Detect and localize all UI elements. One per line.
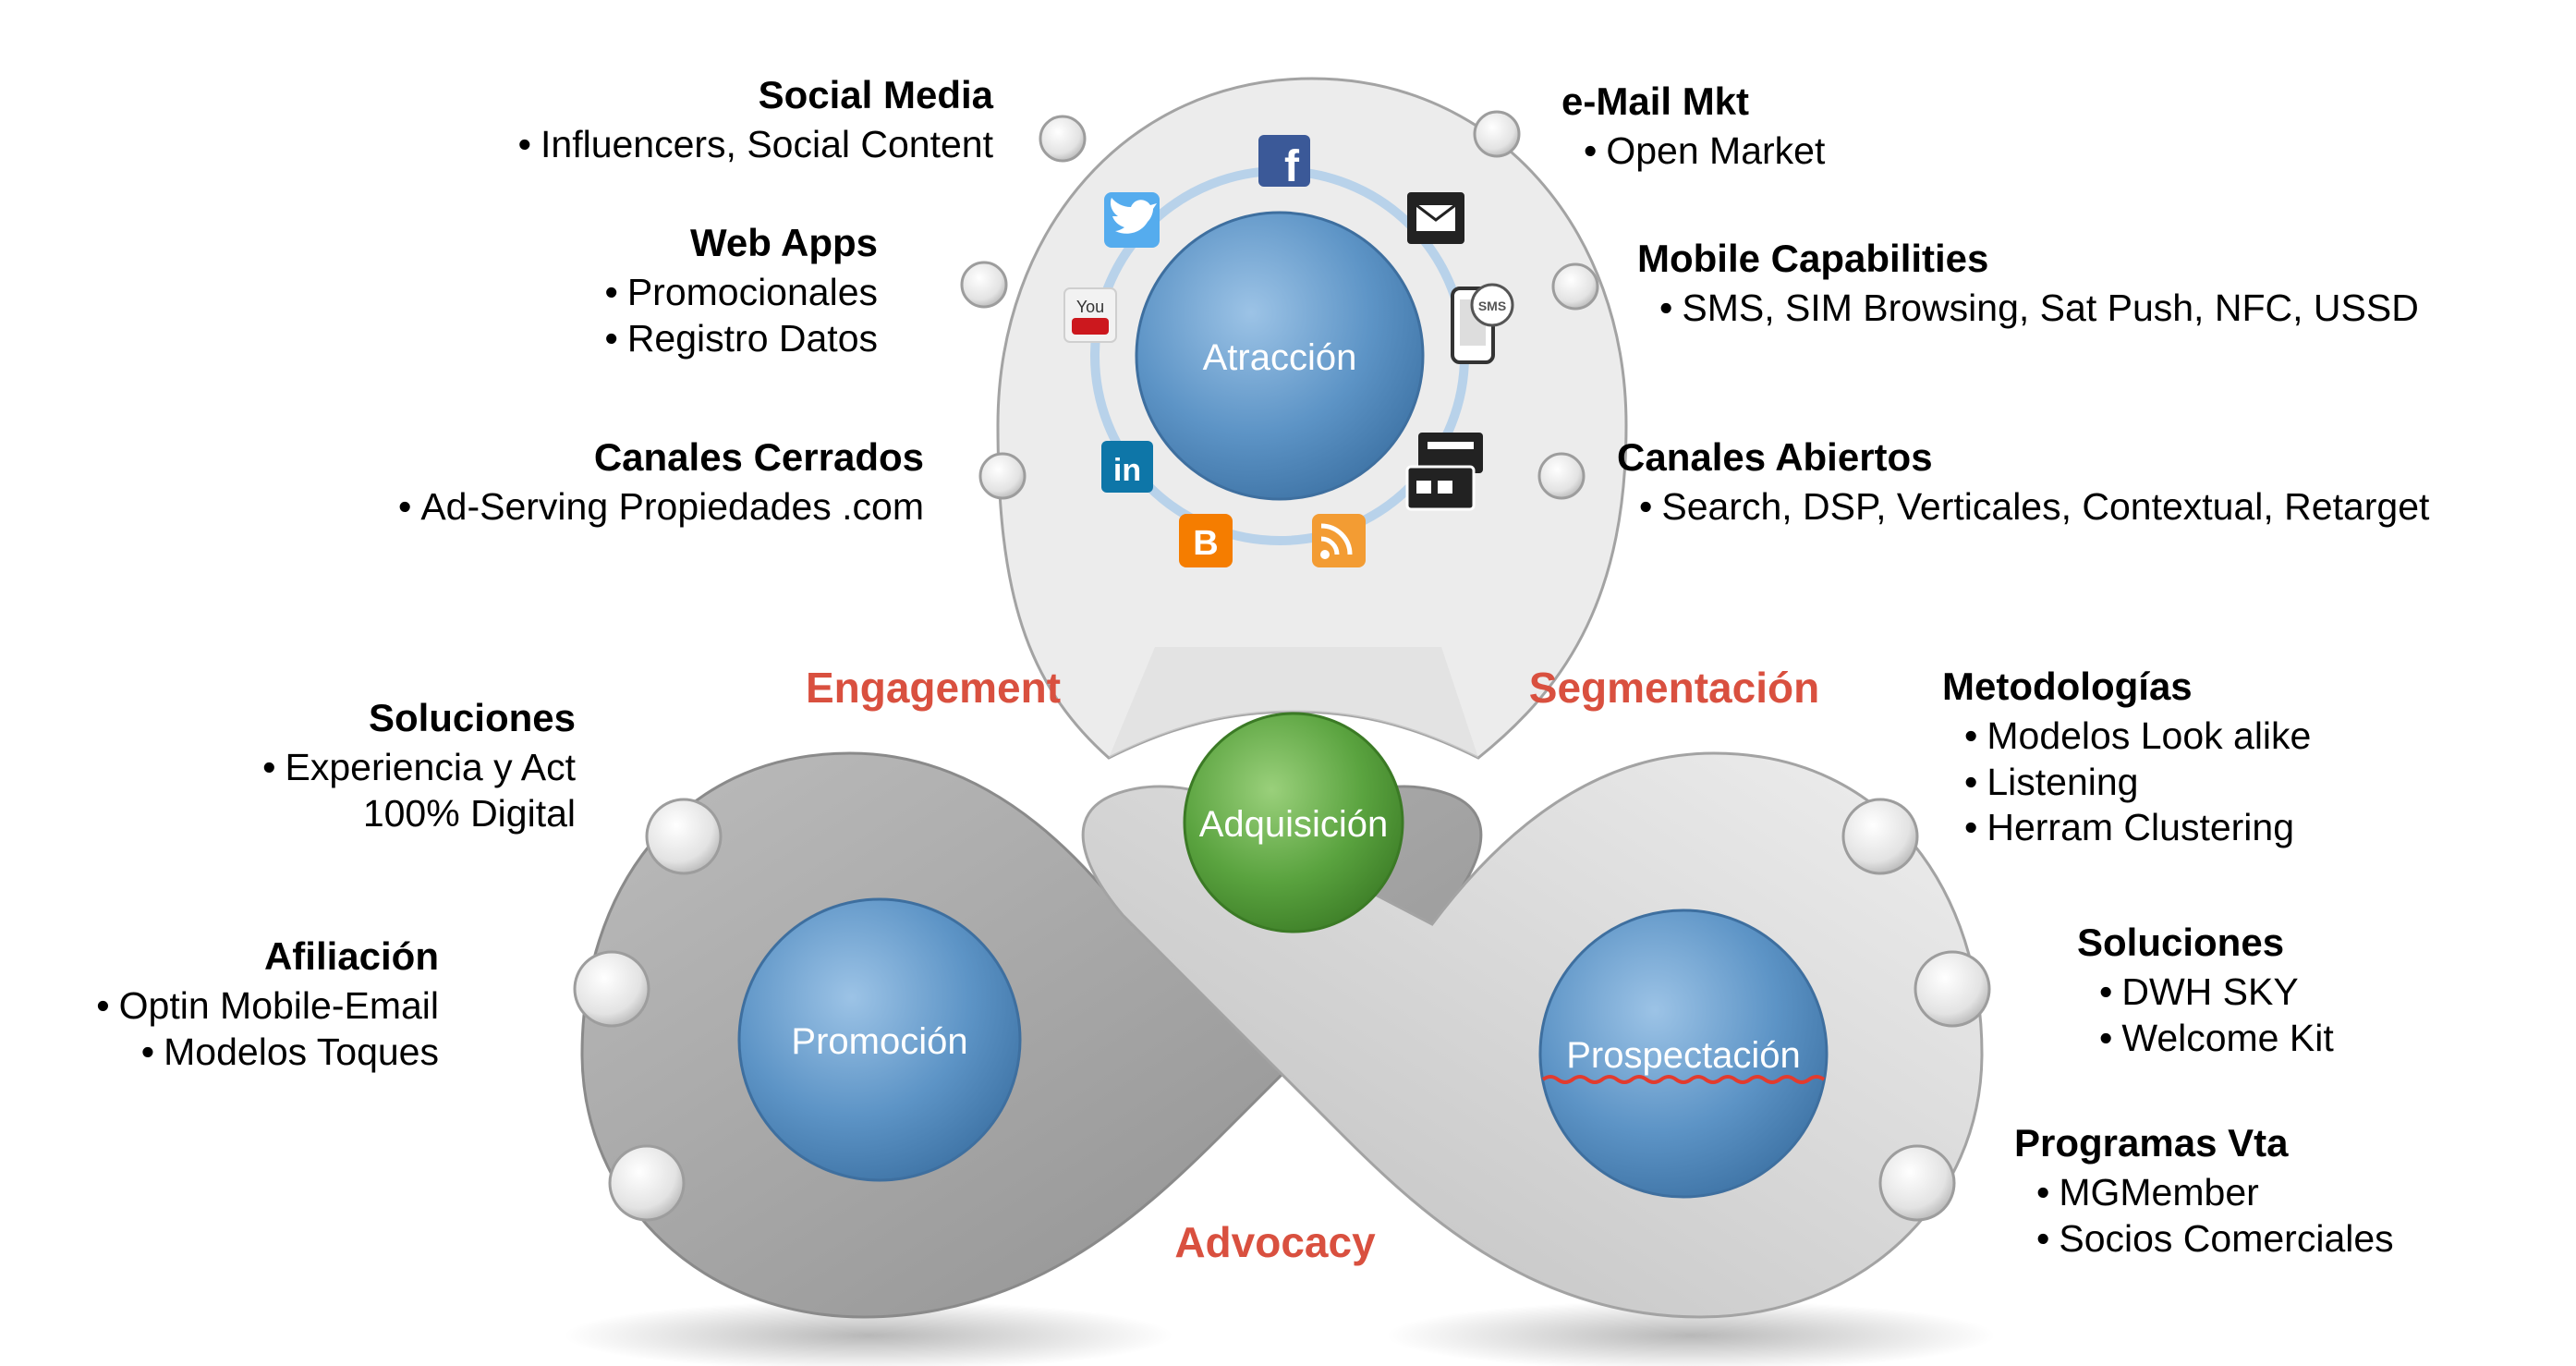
knob: [978, 452, 1027, 500]
knob: [1473, 110, 1521, 158]
group-title: Web Apps: [689, 221, 878, 264]
group-item: •Registro Datos: [604, 316, 878, 360]
group-metodologias: Metodologías •Modelos Look alike •Listen…: [1942, 664, 2311, 850]
knob: [1841, 798, 1919, 875]
group-title: Soluciones: [2077, 921, 2285, 964]
knob: [1551, 262, 1599, 311]
shadow-right: [1386, 1300, 1996, 1366]
facebook-icon: f: [1258, 135, 1310, 191]
group-item: •Experiencia y Act: [262, 746, 576, 789]
spellcheck-underline: [1541, 1075, 1826, 1084]
group-title: Social Media: [758, 73, 993, 116]
group-afiliacion: Afiliación •Optin Mobile-Email •Modelos …: [96, 933, 439, 1075]
group-title: Metodologías: [1942, 665, 2193, 708]
rss-icon: [1312, 514, 1366, 567]
group-title: Mobile Capabilities: [1637, 237, 1989, 280]
group-item: •SMS, SIM Browsing, Sat Push, NFC, USSD: [1659, 287, 2419, 330]
group-canales-abiertos: Canales Abiertos •Search, DSP, Verticale…: [1617, 434, 2429, 531]
group-social-media: Social Media •Influencers, Social Conten…: [518, 72, 993, 168]
shadow-left: [564, 1300, 1173, 1366]
group-item: •Herram Clustering: [1964, 805, 2295, 848]
hub-prospecting-label: Prospectación: [1566, 1035, 1800, 1076]
svg-text:SMS: SMS: [1478, 299, 1506, 313]
payment-card-icon: [1405, 433, 1483, 511]
mobile-sms-icon: SMS: [1451, 283, 1514, 364]
stage-engagement: Engagement: [806, 664, 1061, 712]
group-item-extra: 100% Digital: [362, 791, 576, 835]
hub-prospecting: [1538, 909, 1829, 1199]
knobs: [573, 110, 1991, 1222]
group-canales-cerrados: Canales Cerrados •Ad-Serving Propiedades…: [398, 434, 924, 531]
group-programas-vta: Programas Vta •MGMember •Socios Comercia…: [2014, 1120, 2394, 1262]
svg-text:in: in: [1113, 453, 1141, 488]
group-email-mkt: e-Mail Mkt •Open Market: [1561, 79, 1825, 175]
group-mobile-capabilities: Mobile Capabilities •SMS, SIM Browsing, …: [1637, 236, 2419, 332]
group-item: •Listening: [1964, 760, 2139, 803]
email-icon: [1407, 192, 1464, 244]
knob: [1039, 115, 1087, 163]
hub-attraction: [1135, 211, 1425, 501]
knob: [960, 261, 1008, 309]
group-title: Canales Cerrados: [593, 435, 924, 479]
linkedin-icon: in: [1101, 441, 1153, 493]
group-item: •Socios Comerciales: [2036, 1216, 2394, 1260]
knob: [1878, 1144, 1956, 1222]
group-soluciones-right: Soluciones •DWH SKY •Welcome Kit: [2077, 920, 2334, 1061]
hub-attraction-label: Atracción: [1203, 337, 1357, 378]
stage-advocacy: Advocacy: [1174, 1218, 1376, 1266]
group-item: •Promocionales: [604, 271, 878, 314]
svg-text:B: B: [1193, 524, 1218, 563]
group-item: •Modelos Look alike: [1964, 714, 2312, 758]
group-soluciones-left: Soluciones •Experiencia y Act 100% Digit…: [262, 695, 576, 836]
group-item: •Search, DSP, Verticales, Contextual, Re…: [1639, 485, 2430, 529]
knob: [1537, 452, 1586, 500]
group-title: Programas Vta: [2014, 1121, 2289, 1165]
hub-promotion: [737, 897, 1022, 1182]
stage-segmentation: Segmentación: [1529, 664, 1819, 712]
knob: [645, 798, 723, 875]
group-item: •Welcome Kit: [2099, 1016, 2334, 1059]
group-title: Soluciones: [368, 696, 576, 739]
lobe-top-neck: [1109, 647, 1478, 758]
blogger-icon: B: [1179, 514, 1233, 567]
hub-promotion-label: Promoción: [791, 1021, 967, 1062]
group-item: •Ad-Serving Propiedades .com: [397, 485, 924, 529]
group-item: •Open Market: [1584, 129, 1826, 173]
group-item: •MGMember: [2036, 1171, 2259, 1214]
group-title: Afiliación: [263, 934, 439, 978]
group-item: •Modelos Toques: [140, 1030, 439, 1073]
group-item: •Optin Mobile-Email: [96, 984, 439, 1028]
group-web-apps: Web Apps •Promocionales •Registro Datos: [604, 220, 878, 361]
svg-text:You: You: [1076, 298, 1104, 316]
youtube-icon: You: [1063, 287, 1117, 343]
knob: [608, 1144, 686, 1222]
group-item: •DWH SKY: [2099, 970, 2299, 1014]
knob: [1914, 950, 1991, 1028]
hub-acquisition-label: Adquisición: [1199, 804, 1389, 845]
svg-text:f: f: [1284, 142, 1300, 191]
twitter-icon: [1104, 192, 1160, 248]
group-item: •Influencers, Social Content: [517, 123, 993, 166]
group-title: Canales Abiertos: [1617, 435, 1933, 479]
knob: [573, 950, 650, 1028]
hub-acquisition: [1183, 712, 1404, 933]
group-title: e-Mail Mkt: [1561, 79, 1750, 123]
